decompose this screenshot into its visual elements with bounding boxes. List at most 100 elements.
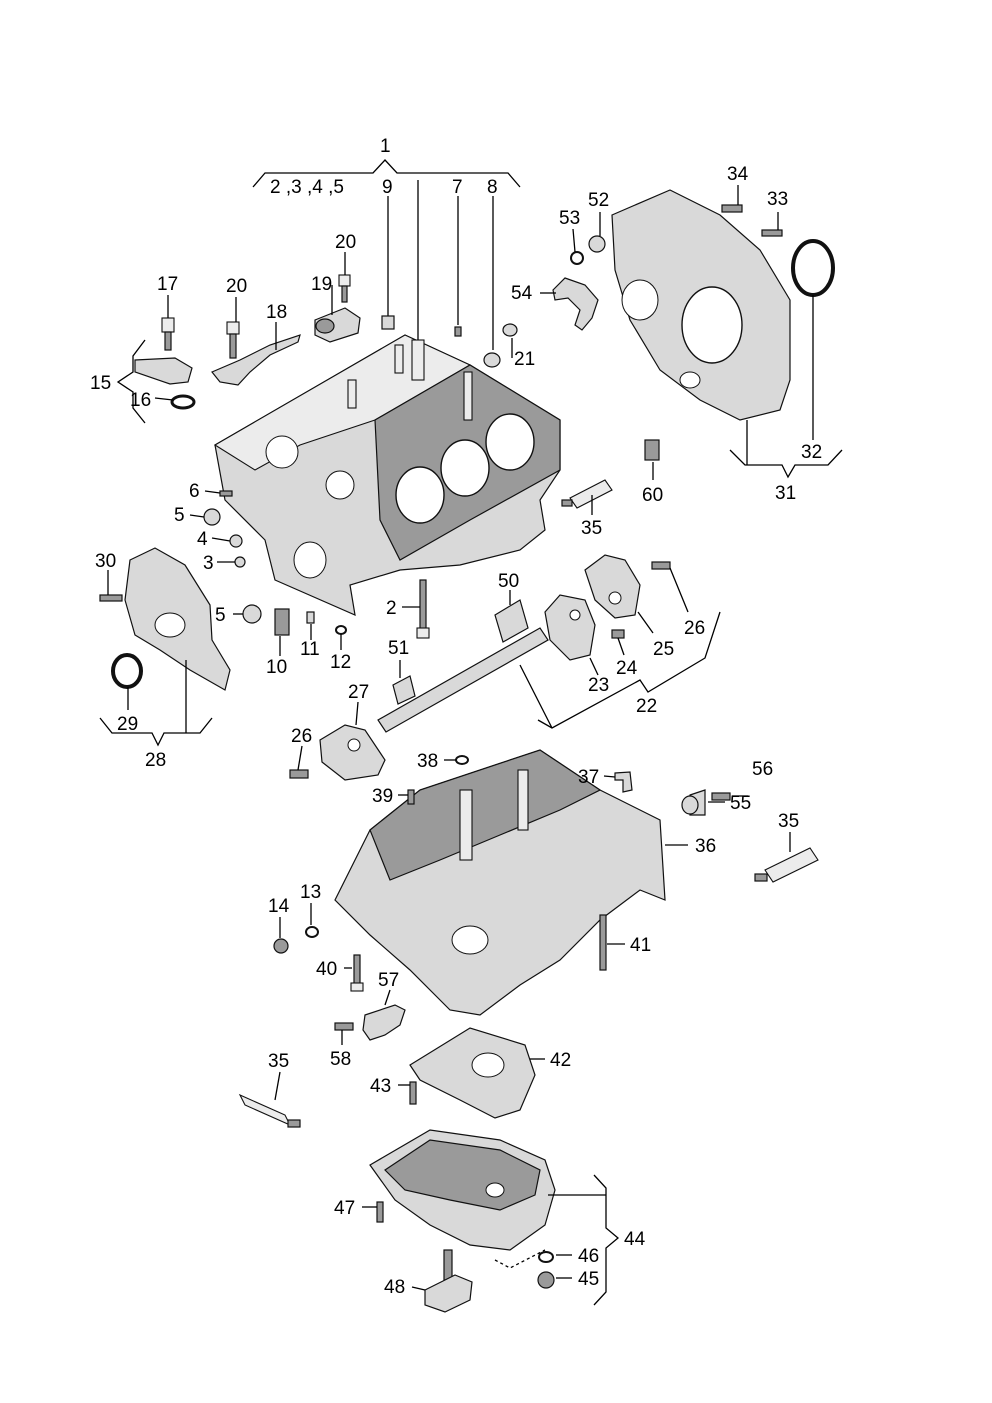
- part-10-insert[interactable]: [274, 608, 290, 636]
- callout-25: 25: [653, 639, 674, 660]
- part-53-oring[interactable]: [570, 251, 584, 265]
- part-19-cover[interactable]: [314, 307, 361, 343]
- part-26-bolt-a[interactable]: [651, 561, 671, 570]
- part-35-sealant-tube-a[interactable]: [561, 479, 613, 509]
- part-41-bolt[interactable]: [599, 914, 607, 971]
- part-12-oring[interactable]: [335, 625, 347, 635]
- part-5-plug-a[interactable]: [203, 508, 221, 526]
- part-13-oring[interactable]: [305, 926, 319, 938]
- part-43-bolt[interactable]: [409, 1081, 417, 1105]
- part-9-plug[interactable]: [381, 315, 395, 330]
- part-15-bracket[interactable]: [134, 357, 193, 385]
- part-55-valve[interactable]: [681, 789, 706, 816]
- callout-18: 18: [266, 302, 287, 323]
- callout-60: 60: [642, 485, 663, 506]
- part-32-seal[interactable]: [791, 239, 835, 297]
- callout-32: 32: [801, 442, 822, 463]
- part-34-bolt[interactable]: [721, 204, 743, 213]
- part-58-bolt[interactable]: [334, 1022, 354, 1031]
- part-46-seal[interactable]: [538, 1251, 554, 1263]
- part-3-plug[interactable]: [234, 556, 246, 568]
- part-60-insert[interactable]: [644, 439, 660, 461]
- part-29-seal[interactable]: [111, 653, 143, 689]
- part-31-housing[interactable]: [611, 189, 791, 421]
- part-26-bolt-b[interactable]: [289, 769, 309, 779]
- callout-13: 13: [300, 882, 321, 903]
- callout-53: 53: [559, 208, 580, 229]
- callout-47: 47: [334, 1198, 355, 1219]
- part-25-counterweight[interactable]: [584, 554, 641, 619]
- part-11-sleeve[interactable]: [306, 611, 315, 624]
- part-7-pin[interactable]: [454, 326, 462, 337]
- part-2-bolt[interactable]: [416, 579, 430, 639]
- callout-1: 1: [380, 136, 391, 157]
- callout-24: 24: [616, 658, 638, 679]
- callout-38: 38: [417, 751, 438, 772]
- callout-14: 14: [268, 896, 290, 917]
- callout-2: 2: [386, 598, 397, 619]
- part-54-bearing-cap[interactable]: [552, 277, 599, 331]
- callout-28: 28: [145, 750, 166, 771]
- part-8-plug[interactable]: [483, 352, 501, 368]
- callout-5-b: 5: [215, 605, 226, 626]
- part-52-plug[interactable]: [588, 235, 606, 253]
- callout-9: 9: [382, 177, 393, 198]
- part-4-plug[interactable]: [229, 534, 243, 548]
- part-36-oil-pan-upper[interactable]: [334, 749, 666, 1016]
- part-39-pin[interactable]: [407, 789, 415, 805]
- part-48-oil-level-sensor[interactable]: [424, 1249, 473, 1313]
- part-18-oil-pipe[interactable]: [211, 334, 301, 386]
- callout-10: 10: [266, 657, 287, 678]
- part-45-drain-plug[interactable]: [537, 1271, 555, 1289]
- part-16-oring[interactable]: [170, 394, 196, 410]
- part-27-counterweight[interactable]: [319, 724, 386, 781]
- part-22-balance-shaft[interactable]: [377, 627, 549, 733]
- callout-labels: 1 2 ,3 ,4 ,5 9 7 8 20 19 17 20 18 21 15 …: [90, 136, 822, 1298]
- part-21-plug[interactable]: [502, 323, 518, 337]
- callout-7: 7: [452, 177, 463, 198]
- callout-20-b: 20: [335, 232, 356, 253]
- part-35-sealant-tube-b[interactable]: [754, 847, 819, 883]
- part-47-bolt[interactable]: [376, 1201, 384, 1223]
- callout-5-a: 5: [174, 505, 185, 526]
- part-50-bearing[interactable]: [494, 599, 529, 643]
- part-30-bolt[interactable]: [99, 594, 123, 602]
- callout-57: 57: [378, 970, 399, 991]
- callout-35-a: 35: [581, 518, 602, 539]
- part-33-bolt[interactable]: [761, 229, 783, 237]
- part-35-sealant-tube-c[interactable]: [238, 1093, 301, 1128]
- engine-block[interactable]: [213, 334, 561, 616]
- part-51-bearing[interactable]: [392, 675, 416, 705]
- callout-27: 27: [348, 682, 369, 703]
- callout-35-b: 35: [778, 811, 799, 832]
- callout-42: 42: [550, 1050, 571, 1071]
- callout-36: 36: [695, 836, 716, 857]
- part-20-bolt-b[interactable]: [338, 274, 351, 303]
- callout-26-b: 26: [291, 726, 312, 747]
- part-24-bolt[interactable]: [611, 629, 625, 639]
- callout-41: 41: [630, 935, 651, 956]
- callout-56: 56: [752, 759, 773, 780]
- part-57-sensor[interactable]: [362, 1004, 406, 1041]
- part-23-flange[interactable]: [544, 594, 596, 661]
- part-14-plug[interactable]: [273, 938, 289, 954]
- part-40-bolt[interactable]: [350, 954, 364, 992]
- callout-35-c: 35: [268, 1051, 289, 1072]
- part-5-plug-b[interactable]: [242, 604, 262, 624]
- callout-6: 6: [189, 481, 200, 502]
- callout-26-a: 26: [684, 618, 705, 639]
- callout-39: 39: [372, 786, 393, 807]
- part-44-oil-pan-lower[interactable]: [369, 1129, 556, 1251]
- part-17-bolt[interactable]: [161, 317, 175, 351]
- part-38-clip[interactable]: [455, 755, 469, 765]
- callout-33: 33: [767, 189, 788, 210]
- part-6-pin[interactable]: [219, 490, 233, 497]
- part-42-baffle[interactable]: [409, 1027, 536, 1119]
- part-28-cover[interactable]: [124, 547, 231, 691]
- callout-23: 23: [588, 675, 609, 696]
- part-20-bolt-a[interactable]: [226, 321, 240, 359]
- part-56-bolt[interactable]: [711, 792, 731, 801]
- callout-40: 40: [316, 959, 337, 980]
- part-37-elbow[interactable]: [614, 771, 633, 793]
- callout-17: 17: [157, 274, 178, 295]
